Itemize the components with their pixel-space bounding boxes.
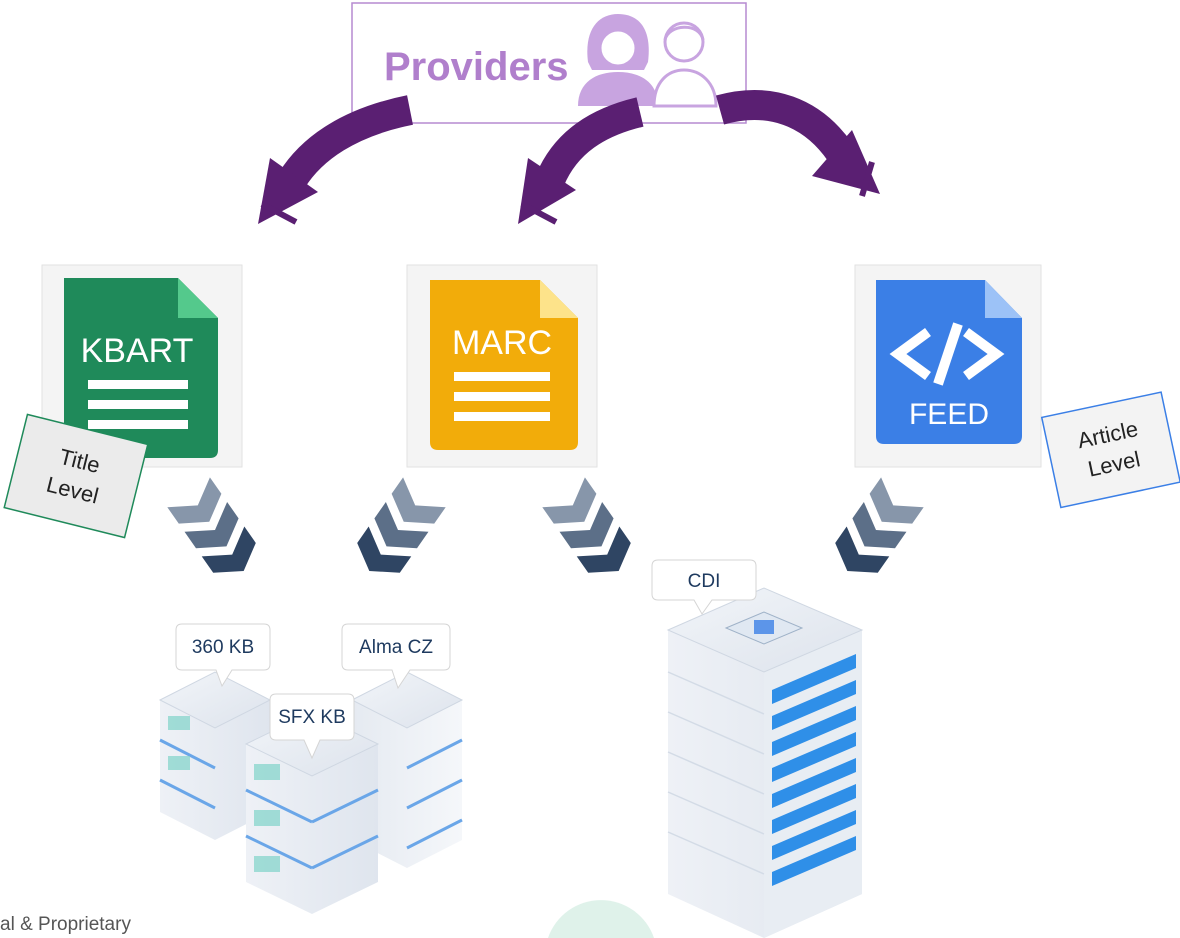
- callout-360kb: 360 KB: [175, 623, 271, 688]
- feed-label: FEED: [909, 398, 989, 431]
- article-level-tag: Article Level: [1040, 391, 1180, 509]
- server-alma-cz-icon: [350, 671, 464, 868]
- marc-file-icon: MARC: [406, 264, 598, 468]
- server-cdi-icon: [666, 587, 864, 938]
- label-360kb: 360 KB: [192, 637, 254, 658]
- chevron-arrow-4: [835, 477, 924, 573]
- label-sfx-kb: SFX KB: [278, 707, 346, 728]
- arrow-to-feed: [715, 90, 880, 197]
- chevron-arrow-2: [357, 477, 446, 573]
- decorative-circle: [548, 900, 654, 938]
- code-icon: [889, 322, 1005, 386]
- label-alma-cz: Alma CZ: [359, 637, 433, 658]
- server-360kb-icon: [158, 671, 272, 840]
- arrow-to-kbart: [258, 95, 414, 225]
- footer-text: al & Proprietary: [0, 914, 131, 935]
- user-female-icon: [578, 14, 658, 106]
- chevron-arrow-3: [542, 477, 631, 573]
- cdi-server-led-panel: [772, 654, 856, 886]
- callout-sfx-kb: SFX KB: [269, 693, 355, 760]
- marc-label: MARC: [452, 324, 552, 362]
- providers-box: Providers: [351, 2, 747, 124]
- chevron-arrow-1: [167, 477, 256, 573]
- kbart-label: KBART: [81, 332, 194, 370]
- callout-alma-cz: Alma CZ: [341, 623, 451, 690]
- feed-file-icon: FEED: [854, 264, 1042, 468]
- user-male-icon: [652, 21, 718, 108]
- title-level-tag: Title Level: [3, 413, 149, 539]
- arrow-to-marc: [518, 97, 644, 225]
- callout-cdi: CDI: [651, 559, 757, 615]
- label-cdi: CDI: [688, 571, 721, 592]
- providers-label: Providers: [384, 45, 569, 89]
